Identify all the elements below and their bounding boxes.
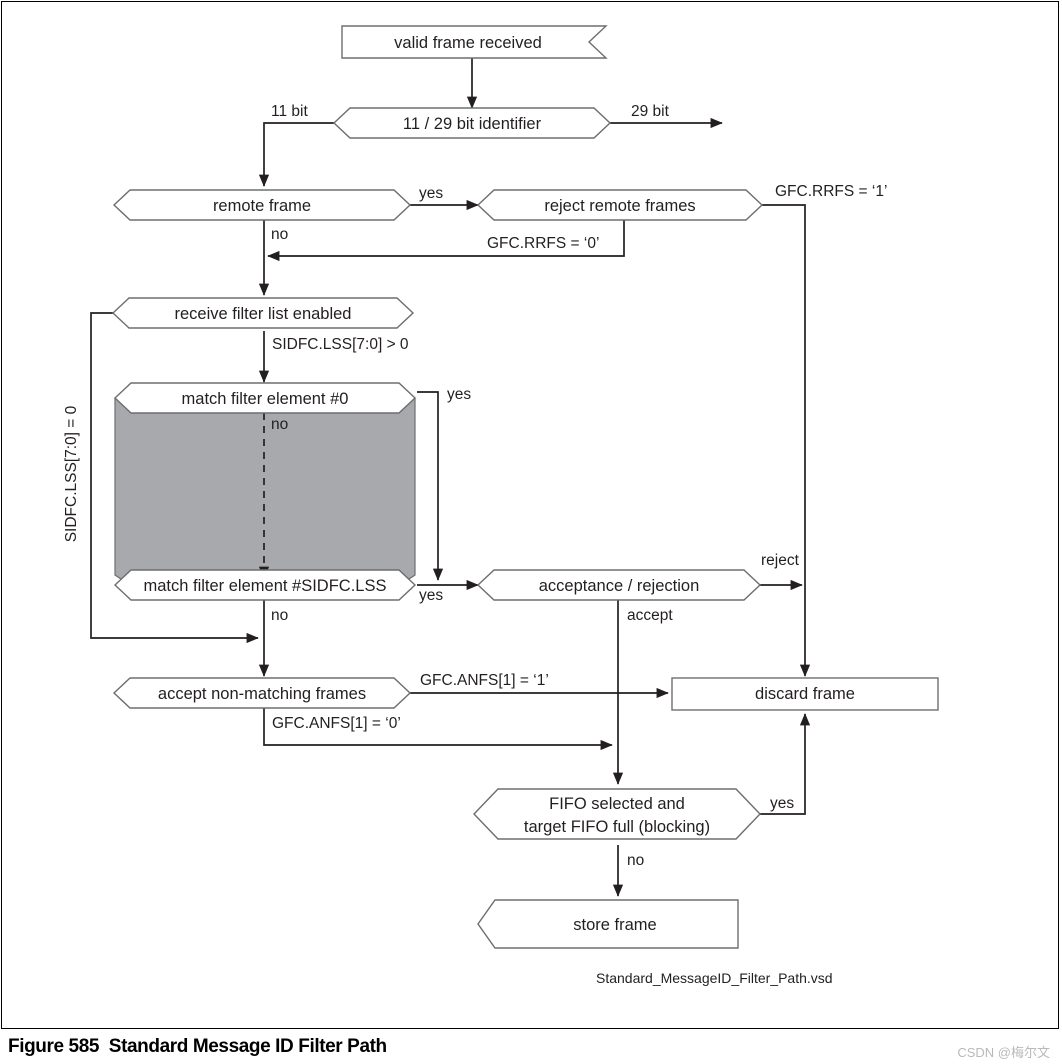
node-match-filter-element-last[interactable] xyxy=(113,569,417,601)
node-store-frame[interactable] xyxy=(477,899,739,949)
node-valid-frame-received[interactable] xyxy=(341,25,608,59)
edge-label-matchlast-no: no xyxy=(271,607,288,624)
edge-label-11bit: 11 bit xyxy=(271,103,308,120)
edge-label-rrfs-1: GFC.RRFS = ‘1’ xyxy=(775,183,887,200)
source-file-label: Standard_MessageID_Filter_Path.vsd xyxy=(596,970,833,986)
node-acceptance-rejection-label: acceptance / rejection xyxy=(539,577,700,595)
edge-label-accept: accept xyxy=(627,607,673,624)
node-match-filter-element-0-label: match filter element #0 xyxy=(182,390,349,408)
edge-label-anfs-0: GFC.ANFS[1] = ‘0’ xyxy=(272,715,401,732)
edge-fifo-yes-to-discard xyxy=(760,713,811,815)
edge-label-anfs-1: GFC.ANFS[1] = ‘1’ xyxy=(420,672,549,689)
edge-label-remote-yes: yes xyxy=(419,185,443,202)
node-match-filter-element-last-label: match filter element #SIDFC.LSS xyxy=(143,577,386,595)
edge-identifier-11bit xyxy=(258,122,334,187)
node-remote-frame-label: remote frame xyxy=(213,197,311,215)
edge-label-rrfs-0: GFC.RRFS = ‘0’ xyxy=(487,235,599,252)
node-discard-frame[interactable] xyxy=(671,677,939,711)
node-store-frame-label: store frame xyxy=(573,916,656,934)
node-valid-frame-received-label: valid frame received xyxy=(394,34,542,52)
edge-label-lss-gt0: SIDFC.LSS[7:0] > 0 xyxy=(272,336,409,353)
node-discard-frame-label: discard frame xyxy=(755,685,855,703)
node-accept-non-matching-frames[interactable] xyxy=(112,677,412,709)
edge-label-fifo-no: no xyxy=(627,852,644,869)
edge-anfs0-join xyxy=(263,705,613,751)
edge-label-match0-yes: yes xyxy=(447,386,471,403)
node-reject-remote-frames-label: reject remote frames xyxy=(544,197,695,215)
node-receive-filter-list-enabled[interactable] xyxy=(111,297,415,329)
node-remote-frame[interactable] xyxy=(112,189,412,221)
node-identifier-label: 11 / 29 bit identifier xyxy=(403,115,542,133)
node-accept-non-matching-frames-label: accept non-matching frames xyxy=(158,685,366,703)
edge-label-fifo-yes: yes xyxy=(770,795,794,812)
edge-label-reject: reject xyxy=(761,552,800,569)
edge-label-lss-eq0: SIDFC.LSS[7:0] = 0 xyxy=(63,405,80,542)
flowchart-canvas: valid frame received 11 / 29 bit identif… xyxy=(63,25,939,986)
edge-label-29bit: 29 bit xyxy=(631,103,670,120)
edge-match0-yes xyxy=(417,391,444,581)
node-receive-filter-list-enabled-label: receive filter list enabled xyxy=(174,305,351,323)
filter-element-group-box xyxy=(114,387,416,586)
figure-caption-bar: Figure 585 Standard Message ID Filter Pa… xyxy=(8,1036,1054,1064)
figure-caption: Figure 585 Standard Message ID Filter Pa… xyxy=(8,1036,387,1057)
edge-label-match0-no: no xyxy=(271,416,288,433)
node-acceptance-rejection[interactable] xyxy=(476,569,762,601)
node-fifo-full-label-line1: FIFO selected and xyxy=(549,795,685,813)
edge-rrfs1-to-discard xyxy=(762,204,811,677)
node-reject-remote-frames[interactable] xyxy=(476,189,764,221)
edge-label-remote-no: no xyxy=(271,226,288,243)
edge-lss-eq0-bypass xyxy=(90,312,259,644)
node-fifo-full-label-line2: target FIFO full (blocking) xyxy=(524,818,710,836)
node-identifier[interactable] xyxy=(332,107,612,139)
edge-label-matchlast-yes: yes xyxy=(419,587,443,604)
csdn-watermark: CSDN @梅尔文 xyxy=(957,1045,1050,1060)
node-fifo-full[interactable] xyxy=(473,788,761,840)
edge-rrfs0-feedback xyxy=(267,216,625,262)
node-match-filter-element-0[interactable] xyxy=(113,382,417,414)
